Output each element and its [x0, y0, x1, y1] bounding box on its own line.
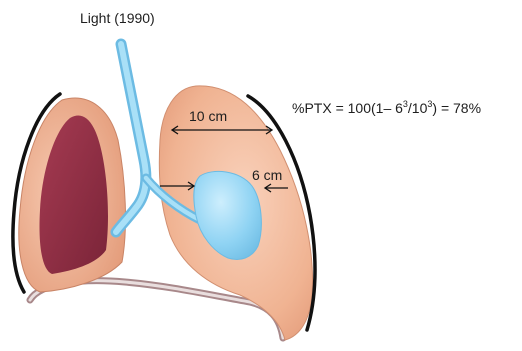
formula-mid: /10 — [408, 100, 427, 116]
collapsed-width-label: 6 cm — [252, 168, 282, 182]
formula-suffix: ) = 78% — [432, 100, 481, 116]
formula-prefix: %PTX = 100(1– 6 — [292, 100, 403, 116]
ptx-formula: %PTX = 100(1– 63/103) = 78% — [292, 101, 481, 115]
source-label: Light (1990) — [80, 11, 155, 25]
lung-width-label: 10 cm — [189, 109, 227, 123]
